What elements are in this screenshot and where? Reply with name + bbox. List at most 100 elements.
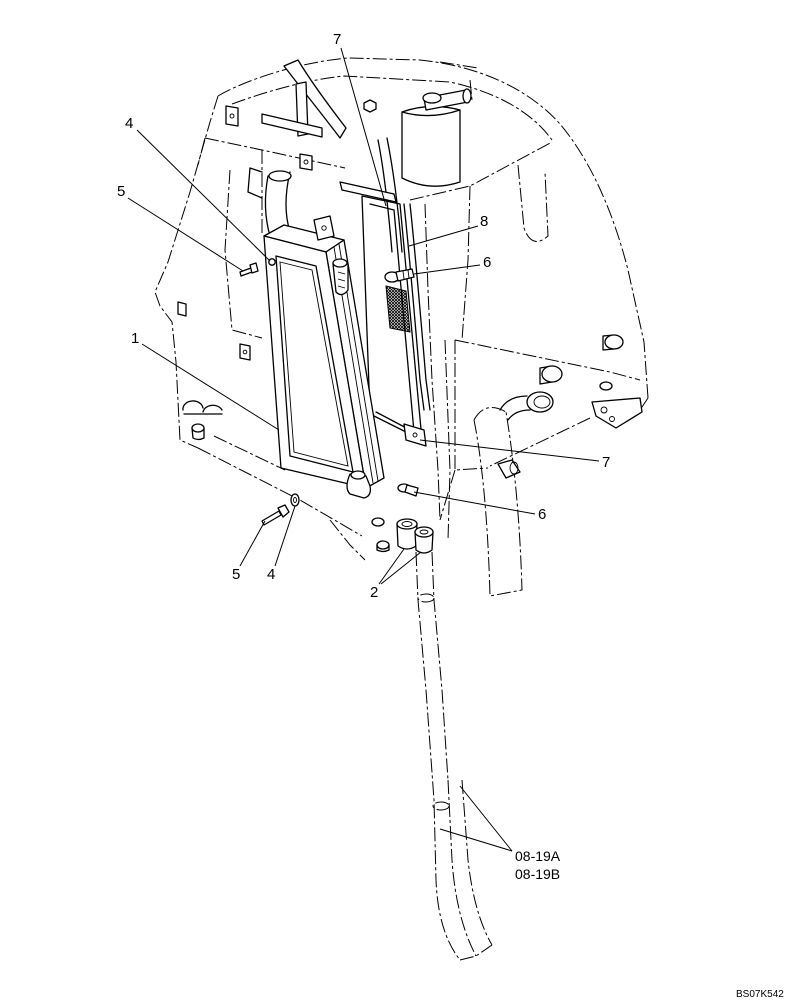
leader-5-bottom xyxy=(239,520,266,567)
phantom-right-hose-elbow xyxy=(473,407,507,421)
callout-6-bottom: 6 xyxy=(538,506,546,523)
cooler-mount-washer xyxy=(268,258,276,266)
phantom-roof-outer xyxy=(217,57,649,399)
callout-5-top: 5 xyxy=(117,183,125,200)
leader-ref-a xyxy=(439,828,513,852)
reservoir-cap-top xyxy=(422,92,442,104)
leader-2-a xyxy=(378,548,405,585)
left-components xyxy=(182,400,223,441)
far-right-cylinder-end xyxy=(604,334,624,350)
callout-7-right: 7 xyxy=(602,454,610,471)
drawing-id: BS07K542 xyxy=(736,989,784,1000)
leader-1 xyxy=(141,343,280,431)
fitting-top-thread xyxy=(402,269,410,280)
leader-6-top xyxy=(413,264,481,275)
right-bracket-bolt xyxy=(609,416,615,422)
upper-hose-right-edge xyxy=(285,171,291,233)
cooler-top-tab xyxy=(313,215,335,241)
hose-b-right-edge xyxy=(461,779,493,946)
leader-4-top xyxy=(136,129,271,262)
upper-hose-left-edge xyxy=(264,175,271,237)
callout-4-top: 4 xyxy=(125,115,133,132)
thin-tube-right-edge xyxy=(409,203,431,411)
right-elbow-bore xyxy=(533,395,551,409)
right-components xyxy=(497,334,643,479)
reference-08-19a: 08-19A xyxy=(515,848,561,864)
mount-tab-left xyxy=(239,343,251,361)
bolt-bottom-shank xyxy=(261,510,282,526)
washer-bottom xyxy=(290,493,300,507)
phantom-upper-right-tube xyxy=(517,164,549,242)
mount-tab-hole xyxy=(229,113,235,119)
hardware xyxy=(239,262,434,554)
upper-structure xyxy=(177,59,472,411)
phantom-left-corner xyxy=(197,137,206,166)
bracket-bottom-tab xyxy=(403,423,427,447)
phantom-right-large-hose xyxy=(473,411,523,597)
oil-cooler xyxy=(263,215,385,499)
thin-tube-left-edge xyxy=(403,203,425,411)
phantom-bottom-inner xyxy=(213,435,286,471)
grommet-2-body xyxy=(414,531,434,554)
callout-8: 8 xyxy=(480,213,488,230)
cooler-elbow-bottom xyxy=(346,473,372,499)
leader-7-top xyxy=(340,47,387,207)
bolt-bottom-head xyxy=(277,504,290,518)
right-boss xyxy=(599,381,613,391)
small-plug xyxy=(376,540,390,550)
right-bracket-bolt xyxy=(600,406,608,414)
leader-ref-b xyxy=(459,785,513,852)
foam-pad xyxy=(385,285,411,333)
grommet-2-bore xyxy=(419,529,429,535)
mount-tab-center xyxy=(299,153,313,171)
leader-lines xyxy=(127,47,600,852)
leader-6-bottom xyxy=(413,491,536,515)
right-cylinder-end xyxy=(541,365,563,383)
hose-a-right-edge xyxy=(431,551,449,781)
cooler-elbow-top-end xyxy=(332,258,348,268)
phantom-roof-inner xyxy=(231,75,553,141)
left-clamp-2 xyxy=(202,404,223,413)
phantom-top-box xyxy=(439,61,479,101)
callout-2: 2 xyxy=(370,584,378,601)
cooler-elbow-top-thread xyxy=(337,271,346,289)
right-coupling-end xyxy=(509,461,519,475)
reservoir-tank-body xyxy=(401,105,461,187)
right-elbow-end xyxy=(526,391,554,413)
reference-08-19b: 08-19B xyxy=(515,866,560,882)
bolt-head-top xyxy=(363,99,377,113)
hose-end-cap xyxy=(459,944,493,961)
grommet-1-bore xyxy=(401,521,413,527)
fitting-bottom-stem xyxy=(404,484,419,497)
callout-labels: 7 4 5 8 6 1 7 6 5 4 2 08-19A 08-19B BS07… xyxy=(117,31,784,1000)
metal-tube-left-edge xyxy=(377,139,393,253)
bolt-top-head xyxy=(249,262,259,274)
upper-hose-clamp xyxy=(268,170,292,182)
small-plug-body xyxy=(376,544,390,553)
bracket-tab-hole xyxy=(412,432,418,438)
phantom-right-lower-box xyxy=(454,340,489,471)
leader-7-right xyxy=(419,439,600,462)
phantom-right-panel-edge xyxy=(461,185,471,341)
hose-mid-ring xyxy=(432,801,450,811)
leader-4-bottom xyxy=(274,505,296,567)
phantom-left-inner xyxy=(224,169,263,339)
callout-5-bottom: 5 xyxy=(232,566,240,583)
small-plug xyxy=(371,517,385,527)
phantom-lower-center xyxy=(329,519,366,561)
phantom-hose-pair xyxy=(415,551,493,961)
mount-tab-hole xyxy=(303,159,309,165)
reservoir-cap xyxy=(462,88,472,104)
phantom-center-post xyxy=(424,203,441,521)
leader-8 xyxy=(408,225,479,247)
phantom-bottom-edge xyxy=(197,447,363,537)
hose-top-ring xyxy=(417,593,435,603)
bolt-top-shank xyxy=(239,267,253,277)
left-fitting-top xyxy=(191,423,205,433)
cooler-elbow-bottom-end xyxy=(350,470,366,480)
hose-b-left-edge xyxy=(447,779,477,957)
grommet-1-top xyxy=(396,518,418,530)
leader-2-b xyxy=(380,551,422,585)
hose-a-left-edge xyxy=(415,551,461,961)
cross-strut xyxy=(261,113,323,138)
